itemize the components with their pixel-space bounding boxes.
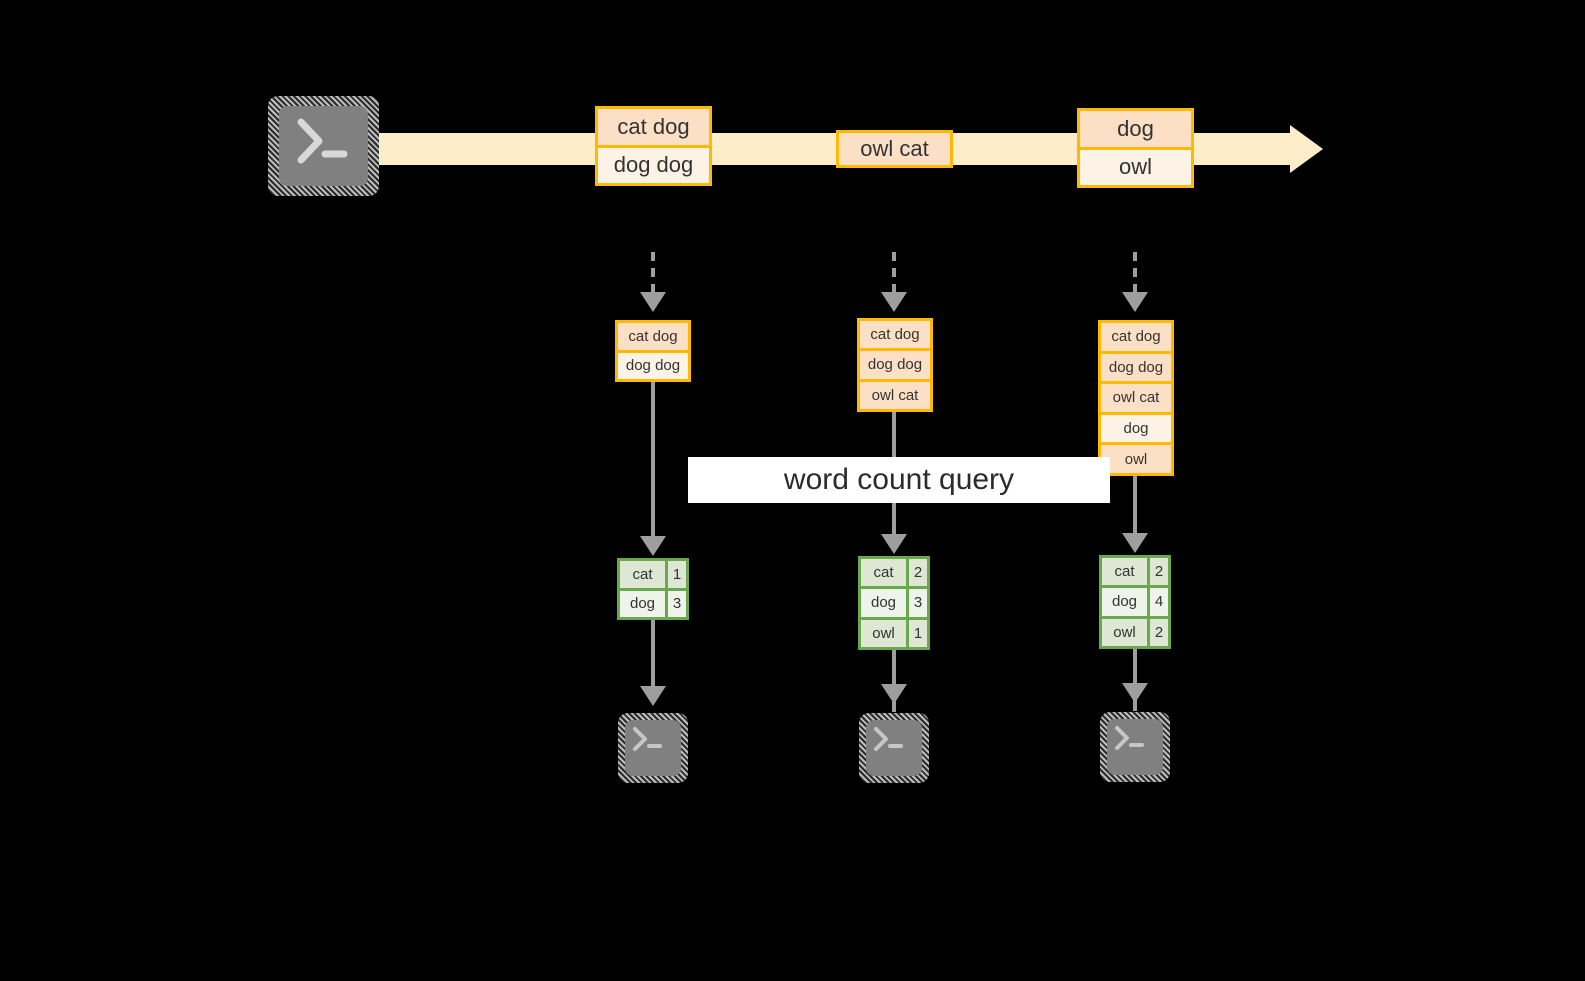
input-line: owl (1101, 442, 1171, 473)
query-banner: word count query (688, 457, 1110, 503)
result-row: dog 3 (861, 586, 927, 617)
result-row: owl 2 (1102, 615, 1168, 646)
result-word: cat (861, 559, 909, 587)
snapshot-2-to-result-arrowhead (881, 534, 907, 554)
stream-tap-arrowhead-2 (881, 292, 907, 312)
snapshot-2-to-sink-line (892, 650, 896, 712)
result-count: 2 (1150, 618, 1168, 646)
result-count: 1 (909, 619, 927, 647)
snapshot-3-to-result-arrowhead (1122, 533, 1148, 553)
result-word: dog (861, 589, 909, 617)
stream-record-line: cat dog (598, 109, 709, 145)
terminal-prompt-icon (633, 727, 662, 751)
input-line: owl cat (860, 378, 930, 409)
stream-record-line: owl (1080, 146, 1191, 185)
result-row: cat 2 (1102, 558, 1168, 586)
source-terminal-icon[interactable] (268, 96, 379, 196)
result-word: dog (620, 590, 668, 617)
result-row: cat 2 (861, 559, 927, 587)
stream-record-line: dog dog (598, 144, 709, 183)
result-row: dog 3 (620, 587, 686, 617)
query-banner-label: word count query (783, 463, 1015, 496)
stream-tap-line-3 (1133, 252, 1137, 294)
stream-tap-line-2 (892, 252, 896, 294)
input-line: dog dog (618, 349, 688, 379)
input-line: owl cat (1101, 381, 1171, 412)
snapshot-1-to-sink-arrowhead (640, 686, 666, 706)
snapshot-2-input-table[interactable]: cat dog dog dog owl cat (857, 318, 933, 412)
snapshot-1-input-table[interactable]: cat dog dog dog (615, 320, 691, 382)
snapshot-3-to-result-line (1133, 476, 1137, 540)
result-word: dog (1102, 588, 1150, 616)
snapshot-1-to-sink-line (651, 620, 655, 690)
result-word: cat (620, 561, 668, 588)
stream-tap-arrowhead-1 (640, 292, 666, 312)
stream-arrowhead (1290, 125, 1323, 173)
snapshot-1-result-table[interactable]: cat 1 dog 3 (617, 558, 689, 620)
result-count: 3 (668, 590, 686, 617)
input-line: dog (1101, 411, 1171, 443)
input-line: dog dog (860, 348, 930, 379)
stream-record-1[interactable]: cat dog dog dog (595, 106, 712, 186)
result-row: cat 1 (620, 561, 686, 588)
stream-tap-arrowhead-3 (1122, 292, 1148, 312)
snapshot-1-to-result-line (651, 382, 655, 542)
result-count: 3 (909, 589, 927, 617)
input-line: dog dog (1101, 350, 1171, 382)
input-line: cat dog (1101, 323, 1171, 351)
snapshot-1-sink-terminal-icon[interactable] (618, 713, 688, 783)
snapshot-3-to-sink-line (1133, 649, 1137, 711)
input-line: cat dog (618, 323, 688, 350)
result-count: 1 (668, 561, 686, 588)
stream-record-3[interactable]: dog owl (1077, 108, 1194, 188)
stream-record-line: dog (1080, 111, 1191, 147)
result-row: dog 4 (1102, 585, 1168, 616)
snapshot-2-result-table[interactable]: cat 2 dog 3 owl 1 (858, 556, 930, 650)
stream-tap-line-1 (651, 252, 655, 294)
result-row: owl 1 (861, 616, 927, 647)
terminal-screen (279, 106, 368, 186)
result-count: 2 (1150, 558, 1168, 586)
result-word: cat (1102, 558, 1150, 586)
snapshot-3-input-table[interactable]: cat dog dog dog owl cat dog owl (1098, 320, 1174, 476)
result-count: 4 (1150, 588, 1168, 616)
terminal-prompt-icon (297, 118, 348, 164)
terminal-prompt-icon (1115, 726, 1144, 750)
snapshot-2-to-sink-arrowhead (881, 684, 907, 704)
snapshot-2-sink-terminal-icon[interactable] (859, 713, 929, 783)
result-word: owl (1102, 618, 1150, 646)
stream-record-line: owl cat (839, 133, 950, 165)
snapshot-1-to-result-arrowhead (640, 536, 666, 556)
snapshot-3-sink-terminal-icon[interactable] (1100, 712, 1170, 782)
stream-record-2[interactable]: owl cat (836, 130, 953, 168)
result-count: 2 (909, 559, 927, 587)
result-word: owl (861, 619, 909, 647)
input-line: cat dog (860, 321, 930, 349)
terminal-prompt-icon (874, 727, 903, 751)
snapshot-3-to-sink-arrowhead (1122, 683, 1148, 703)
snapshot-3-result-table[interactable]: cat 2 dog 4 owl 2 (1099, 555, 1171, 649)
